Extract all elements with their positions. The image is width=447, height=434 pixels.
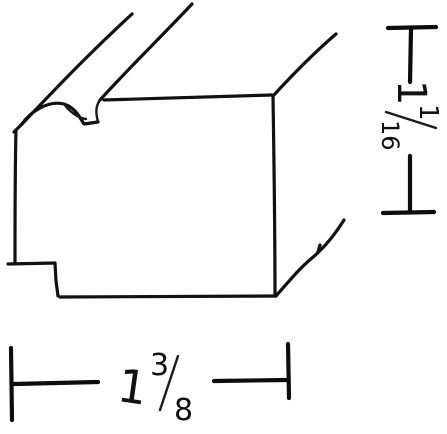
width-dimension-whole: 1 [114, 358, 151, 416]
height-dimension-fraction-bar [384, 110, 438, 130]
height-dimension-bottom-tick [380, 209, 437, 216]
height-dimension-whole: 1 [388, 80, 434, 105]
height-dimension-label: 1 1 16 [376, 80, 443, 151]
profile-top-edge [102, 93, 274, 102]
height-dimension: 1 1 16 [376, 24, 443, 216]
profile-rebate-step [6, 261, 60, 298]
width-dimension-numerator: 3 [150, 348, 169, 383]
molding-profile [6, 93, 278, 299]
profile-bead-detail [62, 102, 88, 121]
profile-bottom-edge [58, 294, 278, 299]
width-dimension-left-tick [8, 345, 15, 423]
profile-cove-detail [95, 98, 102, 124]
width-dimension-denominator: 8 [174, 393, 193, 428]
height-dimension-denominator: 16 [376, 120, 404, 151]
depth-line-bottom-right [274, 218, 346, 298]
width-dimension: 1 3 8 [8, 341, 292, 428]
width-dimension-right-tick [285, 341, 292, 401]
molding-depth-lines [18, 2, 346, 298]
width-dimension-left-arrow [11, 379, 101, 387]
profile-left-edge [13, 128, 18, 264]
height-dimension-top-arrow [407, 26, 414, 85]
height-dimension-numerator: 1 [413, 104, 443, 121]
depth-line-lip-outer [18, 12, 134, 128]
depth-line-top-right [271, 32, 338, 98]
profile-right-edge [271, 94, 277, 298]
width-dimension-right-arrow [211, 377, 289, 384]
width-dimension-fraction-bar [158, 354, 180, 412]
depth-line-lip-inner [98, 2, 194, 102]
